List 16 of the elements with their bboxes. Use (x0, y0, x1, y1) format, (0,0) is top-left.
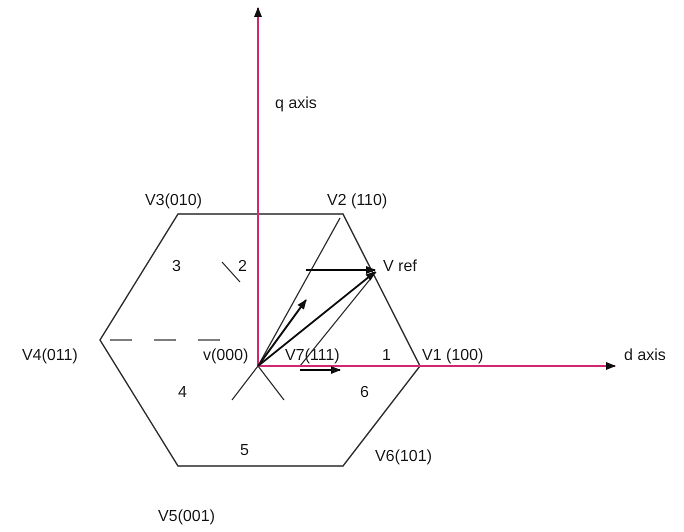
vertex-label: V1 (100) (422, 347, 484, 365)
axis-label: d axis (624, 347, 666, 365)
sector-number: 5 (240, 442, 249, 460)
vertex-label: V5(001) (158, 508, 215, 526)
sector-number: 2 (238, 258, 247, 276)
vector-label: v(000) (203, 347, 248, 365)
vertex-label: V2 (110) (327, 192, 388, 210)
sector-number: 6 (360, 384, 369, 402)
sector-number: 1 (382, 347, 391, 365)
vector-label: V ref (383, 258, 417, 276)
axis-label: q axis (275, 95, 317, 113)
sector-number: 4 (178, 384, 187, 402)
sector-number: 3 (172, 258, 181, 276)
vertex-label: V6(101) (375, 448, 432, 466)
vertex-label: V4(011) (22, 347, 78, 365)
vertex-label: V3(010) (145, 192, 202, 210)
